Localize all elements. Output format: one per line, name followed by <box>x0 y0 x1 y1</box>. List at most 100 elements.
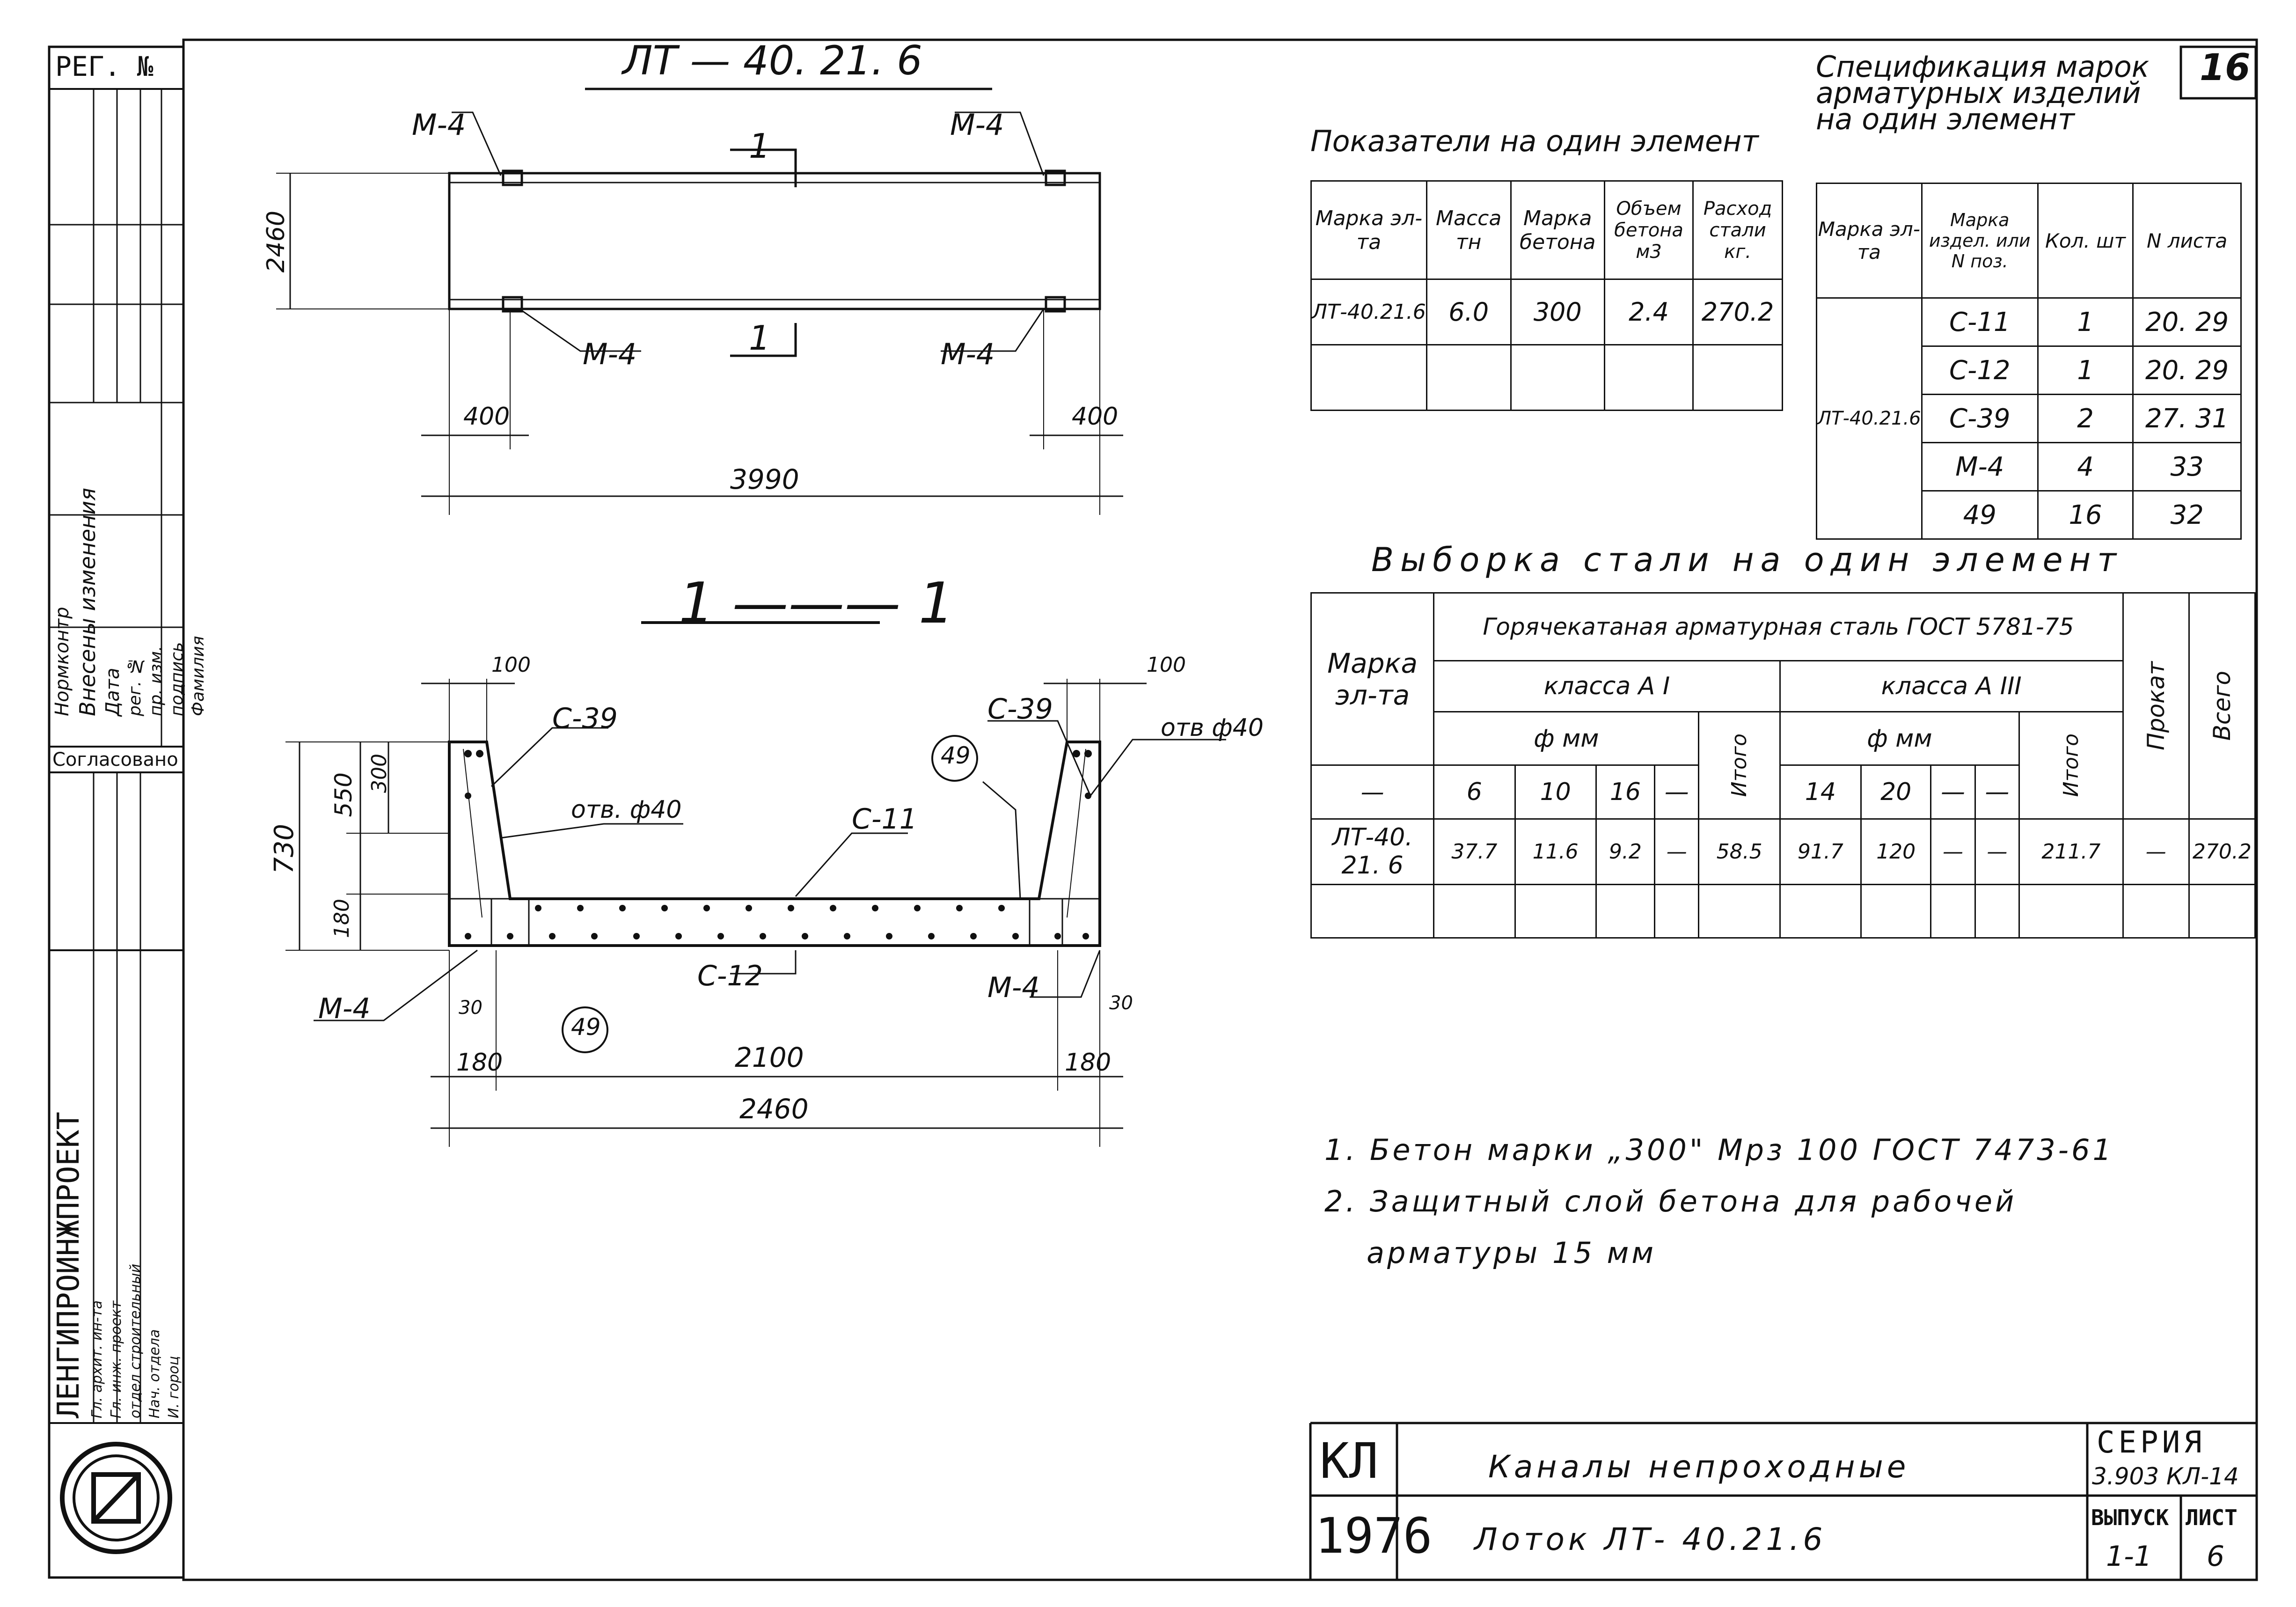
ind-cell: 6.0 <box>1426 279 1512 345</box>
series-value: 3.903 КЛ-14 <box>2092 1463 2239 1490</box>
dim-2460: 2460 <box>739 1093 809 1125</box>
steel-cell: — <box>1974 818 2020 885</box>
dim-180-right: 180 <box>1065 1049 1111 1077</box>
steel-empty <box>2018 883 2124 939</box>
label-c12: С-12 <box>697 960 763 992</box>
steel-empty <box>1310 883 1435 939</box>
steel-diam: — <box>1974 764 2020 820</box>
steel-cell: — <box>2122 818 2190 885</box>
dim-2100: 2100 <box>735 1042 804 1073</box>
note-1: 1. Бетон марки „300" Мрз 100 ГОСТ 7473-6… <box>1324 1133 2114 1167</box>
spec-h-marka: Марка эл-та <box>1816 183 1923 299</box>
label-c39-right: С-39 <box>987 693 1053 726</box>
steel-diam: — <box>1654 764 1700 820</box>
title-line1: Каналы непроходные <box>1488 1449 1910 1485</box>
steel-empty <box>1514 883 1597 939</box>
steel-empty <box>1698 883 1781 939</box>
plan-dim-right: 400 <box>1072 403 1119 431</box>
steel-diam: 16 <box>1595 764 1656 820</box>
steel-empty <box>1654 883 1700 939</box>
section-title: 1 ——— 1 <box>679 571 954 636</box>
steel-diam: 10 <box>1514 764 1597 820</box>
series-label: СЕРИЯ <box>2097 1425 2206 1460</box>
title-year: 1976 <box>1315 1507 1433 1564</box>
steel-cell: — <box>1930 818 1976 885</box>
ind-empty <box>1510 344 1605 411</box>
ind-h-beton: Марка бетона <box>1510 180 1605 280</box>
ind-empty <box>1603 344 1694 411</box>
dim-30-right: 30 <box>1109 992 1133 1014</box>
ind-h-massa: Масса тн <box>1426 180 1512 280</box>
issue-value: 1-1 <box>2106 1540 2152 1573</box>
spec-cell: 16 <box>2037 490 2134 540</box>
agreed-label: Согласовано <box>52 749 178 770</box>
spec-cell: М-4 <box>1921 442 2039 492</box>
plan-label-m4-tr: М-4 <box>950 108 1004 142</box>
label-hole-right: отв ф40 <box>1161 714 1264 742</box>
spec-cell: 27. 31 <box>2132 394 2242 443</box>
steel-empty <box>1974 883 2020 939</box>
title-code: КЛ <box>1320 1432 1379 1490</box>
spec-cell: 33 <box>2132 442 2242 492</box>
ind-h-steel: Расход стали кг. <box>1692 180 1783 280</box>
dim-180-left: 180 <box>456 1049 503 1077</box>
steel-empty <box>1433 883 1516 939</box>
label-hole-left: отв. ф40 <box>571 796 682 824</box>
steel-empty <box>1779 883 1862 939</box>
ind-h-volume: Объем бетона м3 <box>1603 180 1694 280</box>
steel-empty <box>1860 883 1932 939</box>
steel-empty <box>1595 883 1656 939</box>
sheet-label: ЛИСТ <box>2186 1505 2238 1530</box>
spec-cell: 20. 29 <box>2132 345 2242 395</box>
steel-cell: ЛТ-40. 21. 6 <box>1310 818 1435 885</box>
spec-h-izdel: Марка издел. или N поз. <box>1921 183 2039 299</box>
steel-diam: 20 <box>1860 764 1932 820</box>
spec-table: Марка эл-та Марка издел. или N поз. Кол.… <box>1816 183 2242 540</box>
spec-cell: 32 <box>2132 490 2242 540</box>
plan-dim-left: 400 <box>463 403 510 431</box>
steel-cell: 270.2 <box>2188 818 2256 885</box>
spec-cell: 1 <box>2037 297 2134 347</box>
steel-h-diam3: ф мм <box>1779 711 2020 766</box>
section-mark-top: 1 <box>749 126 770 166</box>
indicators-title: Показатели на один элемент <box>1310 124 1759 158</box>
steel-cell: 9.2 <box>1595 818 1656 885</box>
spec-cell: 2 <box>2037 394 2134 443</box>
spec-cell: С-11 <box>1921 297 2039 347</box>
steel-cell: 91.7 <box>1779 818 1862 885</box>
sheet-value: 6 <box>2207 1540 2225 1573</box>
steel-diam: — <box>1930 764 1976 820</box>
steel-empty <box>1930 883 1976 939</box>
steel-cell: 58.5 <box>1698 818 1781 885</box>
steel-title: Выборка стали на один элемент <box>1371 541 2123 579</box>
plan-label-m4-bl: М-4 <box>583 337 637 371</box>
reg-label: РЕГ. № <box>55 51 154 82</box>
ind-h-marka: Марка эл-та <box>1310 180 1427 280</box>
steel-h-group: Горячекатаная арматурная сталь ГОСТ 5781… <box>1433 592 2124 662</box>
spec-h-list: N листа <box>2132 183 2242 299</box>
steel-cell: 120 <box>1860 818 1932 885</box>
steel-h-prokat: Прокат <box>2122 592 2190 820</box>
ind-cell: ЛТ-40.21.6 <box>1310 279 1427 345</box>
plan-label-m4-tl: М-4 <box>412 108 466 142</box>
steel-h-class3: класса А III <box>1779 660 2124 713</box>
steel-h-marka: Марка эл-та <box>1310 592 1435 766</box>
ind-empty <box>1692 344 1783 411</box>
dim-30-left: 30 <box>459 997 483 1019</box>
note-3: арматуры 15 мм <box>1367 1236 1657 1270</box>
plan-dim-length: 3990 <box>730 463 799 495</box>
label-c39-left: С-39 <box>552 702 618 735</box>
label-pos49-top: 49 <box>941 742 971 769</box>
ind-empty <box>1426 344 1512 411</box>
steel-h-total3: Итого <box>2018 711 2124 820</box>
spec-h-kol: Кол. шт <box>2037 183 2134 299</box>
ind-cell: 300 <box>1510 279 1605 345</box>
section-mark-bottom: 1 <box>749 318 770 358</box>
indicators-table: Марка эл-та Масса тн Марка бетона Объем … <box>1310 180 1783 411</box>
spec-cell: 20. 29 <box>2132 297 2242 347</box>
ind-cell: 2.4 <box>1603 279 1694 345</box>
plan-label-m4-br: М-4 <box>941 337 995 371</box>
